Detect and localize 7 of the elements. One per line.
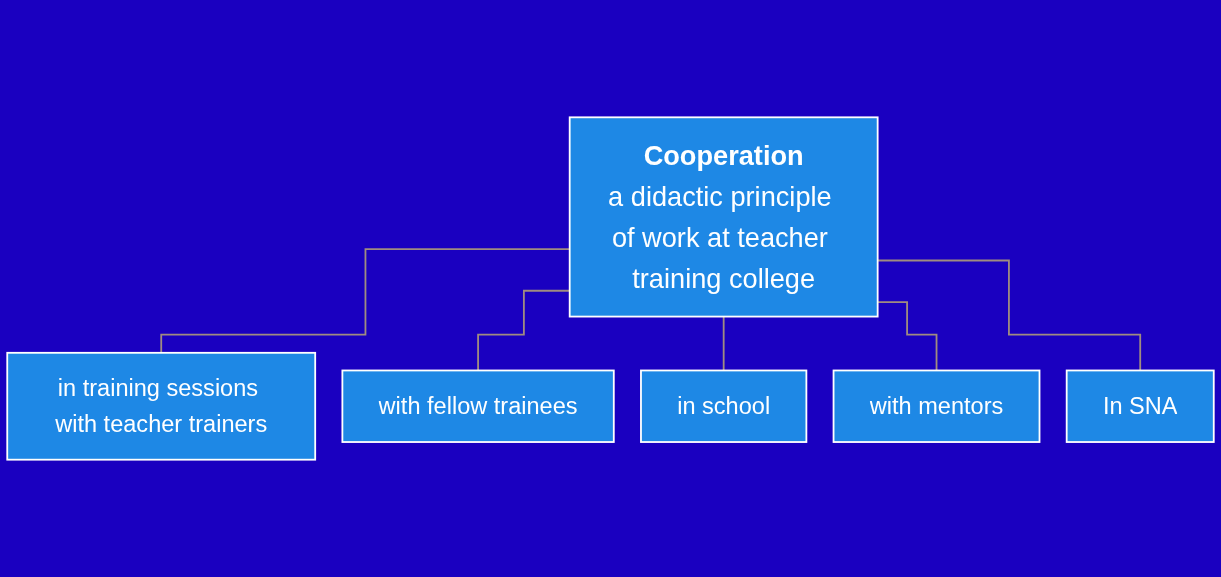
node-box: in training sessions with teacher trainers bbox=[6, 351, 317, 461]
node-box: with mentors bbox=[832, 369, 1041, 443]
node-box: with fellow trainees bbox=[341, 369, 615, 443]
node-box: In SNA bbox=[1065, 369, 1215, 443]
connector bbox=[722, 315, 725, 372]
node-box: Cooperation a didactic principle of work at teacher training college bbox=[568, 116, 879, 318]
node-box: in school bbox=[640, 369, 808, 443]
